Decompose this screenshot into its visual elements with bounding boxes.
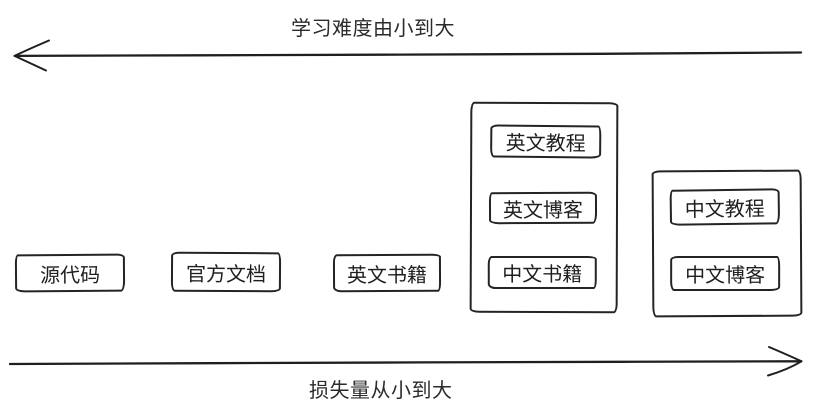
box-chinese-tutorials: 中文教程 [669, 188, 781, 226]
box-english-tutorials: 英文教程 [490, 124, 602, 159]
box-chinese-books: 中文书籍 [487, 255, 597, 290]
box-english-blogs: 英文博客 [488, 191, 598, 225]
box-official-docs: 官方文档 [170, 251, 282, 293]
box-english-books: 英文书籍 [332, 253, 442, 293]
box-source-code: 源代码 [14, 253, 126, 293]
difficulty-axis-label: 学习难度由小到大 [291, 16, 455, 40]
group-box-mixed-resources: 英文教程 英文博客 中文书籍 [469, 101, 619, 314]
right-arrow-icon [8, 346, 803, 377]
loss-axis-label: 损失量从小到大 [309, 378, 453, 402]
left-arrow-icon [13, 39, 803, 72]
box-chinese-blogs: 中文博客 [670, 255, 781, 292]
group-box-chinese-resources: 中文教程 中文博客 [651, 169, 803, 318]
